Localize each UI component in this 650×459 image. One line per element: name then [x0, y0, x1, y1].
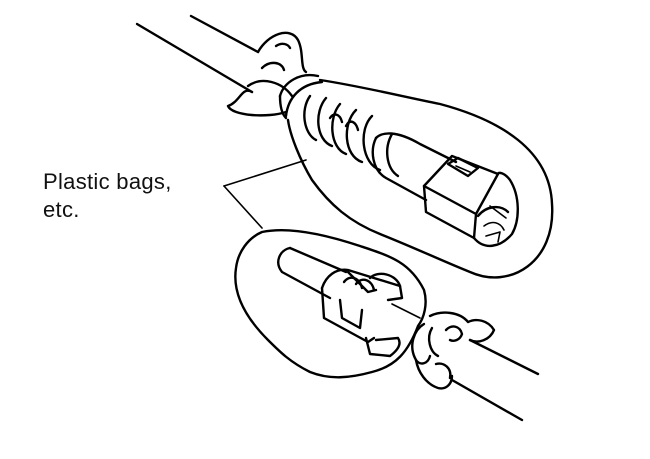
callout-label: Plastic bags, etc.	[43, 168, 172, 224]
lower-connector-assembly	[234, 229, 540, 422]
callout-label-line-2: etc.	[43, 197, 80, 222]
callout-leader-lines	[223, 159, 307, 229]
callout-label-line-1: Plastic bags,	[43, 169, 172, 194]
upper-connector-assembly	[135, 14, 554, 279]
